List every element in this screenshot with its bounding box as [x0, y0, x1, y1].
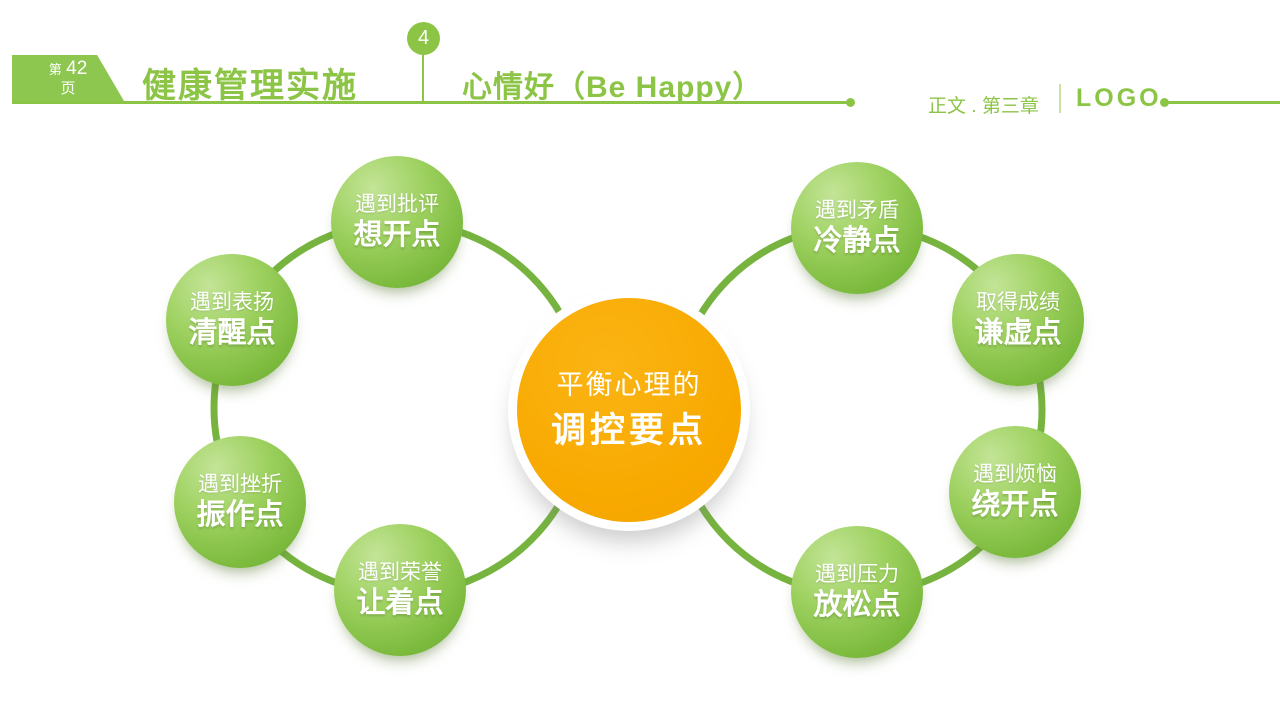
satellite-situation: 遇到批评	[355, 192, 439, 216]
satellite-advice: 放松点	[813, 589, 901, 622]
satellite-circle-praise: 遇到表扬 清醒点	[166, 254, 298, 386]
satellite-advice: 振作点	[196, 499, 284, 532]
header-line-dot-left	[846, 98, 855, 107]
center-topic-line2: 调控要点	[550, 410, 707, 450]
slide-title: 心情好（Be Happy）	[462, 71, 764, 104]
page-flag-prefix: 第	[48, 62, 62, 77]
logo-text: LOGO	[1076, 84, 1162, 112]
satellite-circle-pressure: 遇到压力 放松点	[791, 526, 923, 658]
satellite-advice: 想开点	[353, 219, 441, 252]
satellite-circle-achievement: 取得成绩 谦虚点	[952, 254, 1084, 386]
satellite-advice: 谦虚点	[974, 317, 1062, 350]
satellite-circle-honor: 遇到荣誉 让着点	[334, 524, 466, 656]
satellite-circle-conflict: 遇到矛盾 冷静点	[791, 162, 923, 294]
satellite-circle-criticism: 遇到批评 想开点	[331, 156, 463, 288]
satellite-advice: 清醒点	[188, 317, 276, 350]
page-flag-suffix: 页	[60, 79, 76, 97]
section-title: 健康管理实施	[142, 67, 358, 105]
satellite-situation: 遇到矛盾	[815, 198, 899, 222]
breadcrumb: 正文 . 第三章	[928, 96, 1039, 117]
satellite-situation: 遇到烦恼	[973, 462, 1057, 486]
satellite-circle-setback: 遇到挫折 振作点	[174, 436, 306, 568]
satellite-advice: 冷静点	[813, 225, 901, 258]
satellite-situation: 遇到压力	[815, 562, 899, 586]
page-number: 42	[66, 58, 88, 79]
satellite-advice: 绕开点	[971, 489, 1059, 522]
header-underline-right	[1166, 101, 1280, 104]
header-underline-left	[12, 101, 848, 104]
satellite-situation: 遇到挫折	[198, 472, 282, 496]
page-flag-line1: 第 42	[12, 58, 124, 80]
satellite-circle-worry: 遇到烦恼 绕开点	[949, 426, 1081, 558]
satellite-situation: 取得成绩	[976, 290, 1060, 314]
satellite-situation: 遇到荣誉	[358, 560, 442, 584]
center-topic-circle: 平衡心理的 调控要点	[517, 298, 741, 522]
chapter-number-badge: 4	[407, 22, 440, 55]
satellite-situation: 遇到表扬	[190, 290, 274, 314]
satellite-advice: 让着点	[356, 587, 444, 620]
badge-stem-line	[422, 54, 424, 102]
header-line-dot-right	[1160, 98, 1169, 107]
breadcrumb-logo-divider	[1059, 84, 1061, 113]
center-topic-line1: 平衡心理的	[556, 370, 702, 401]
